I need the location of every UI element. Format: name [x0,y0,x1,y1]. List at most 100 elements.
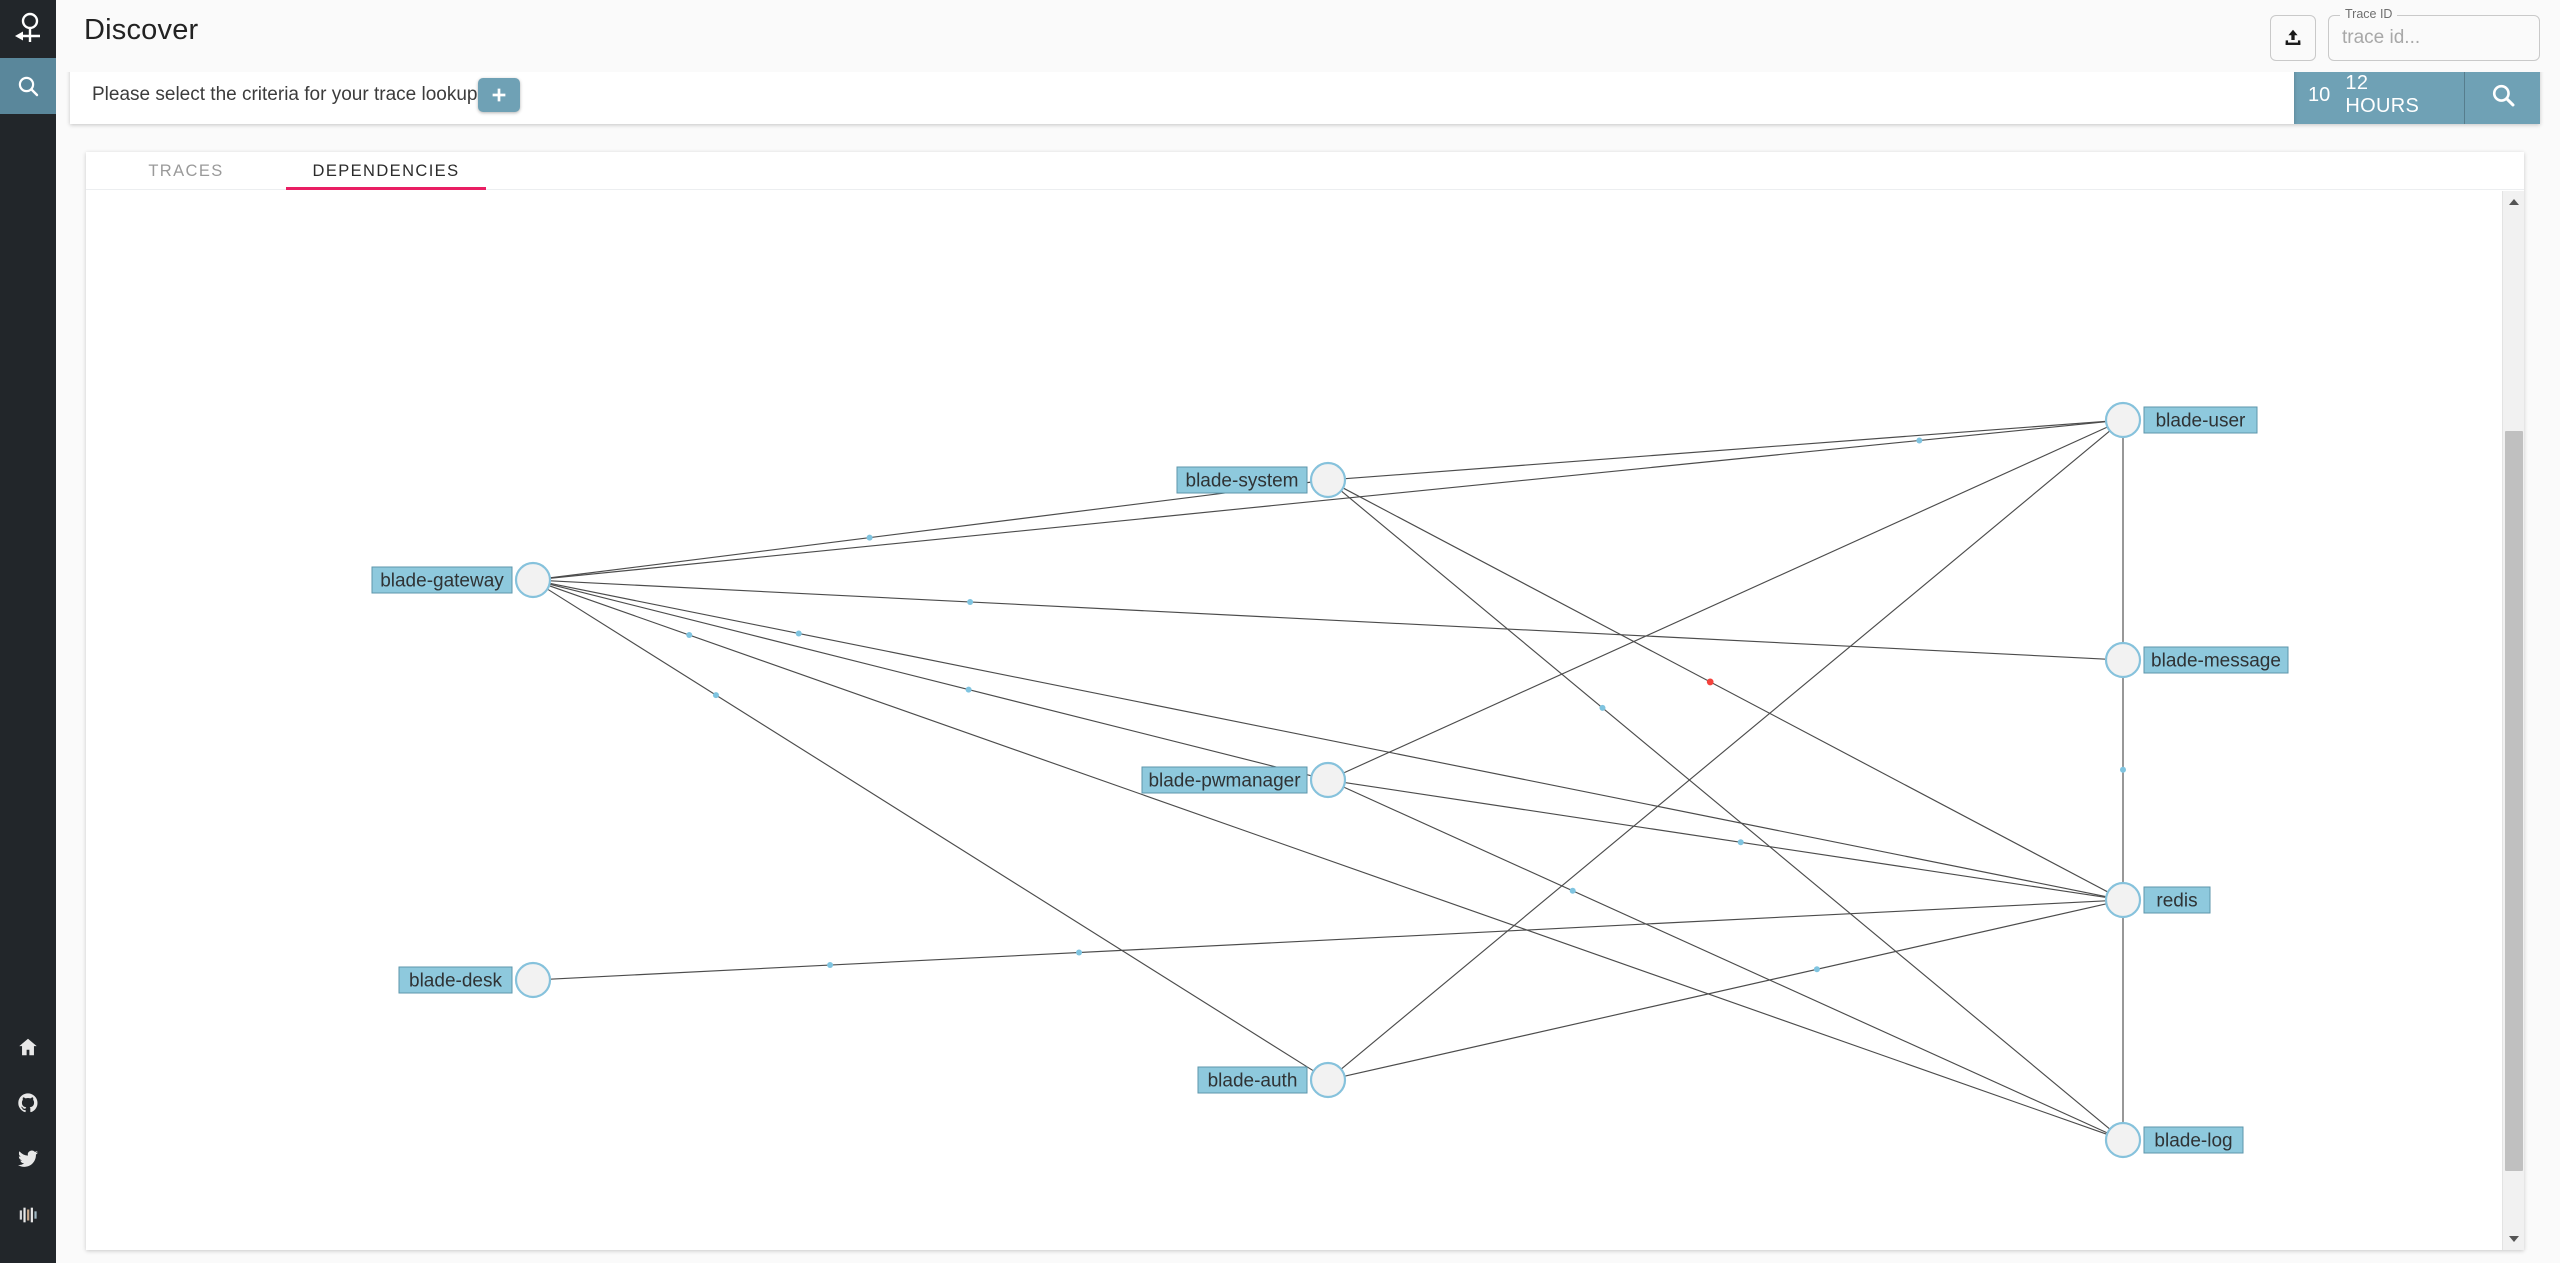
sidebar-item-twitter[interactable] [0,1131,56,1187]
edge-particle [1569,887,1576,894]
node-circle[interactable] [2104,401,2142,439]
triangle-down-icon [2509,1236,2519,1242]
graph-vertical-scrollbar[interactable] [2502,191,2524,1250]
node-circle[interactable] [1309,1061,1347,1099]
graph-node-blade-system[interactable]: blade-system [1176,461,1347,499]
graph-node-blade-log[interactable]: blade-log [2104,1121,2244,1159]
trace-id-field[interactable]: Trace ID [2328,7,2540,61]
node-label-background [2143,646,2289,674]
graph-edge[interactable] [547,588,1314,1072]
scroll-up-button[interactable] [2503,191,2525,213]
graph-edge[interactable] [1340,430,2111,1070]
graph-edge[interactable] [549,580,2107,660]
edge-particle [827,962,834,969]
node-circle[interactable] [2104,881,2142,919]
graph-edge[interactable] [1344,903,2107,1077]
graph-edge[interactable] [549,582,2107,898]
node-label: blade-user [2156,411,2246,432]
content-card: TRACES DEPENDENCIES blade-gateway blade-s… [86,152,2524,1250]
node-label-background [2143,1126,2244,1154]
upload-json-button[interactable] [2270,15,2316,61]
graph-edge[interactable] [548,585,2108,1135]
sidebar-item-github[interactable] [0,1075,56,1131]
sidebar-bottom-group [0,1019,56,1263]
graph-edge[interactable] [1343,426,2108,774]
node-label: blade-system [1186,471,1299,492]
graph-edges-layer [547,420,2124,1135]
sidebar-item-zipkin-bars[interactable] [0,1187,56,1243]
triangle-up-icon [2509,199,2519,205]
github-icon [18,1093,38,1113]
graph-node-redis[interactable]: redis [2104,881,2211,919]
node-circle[interactable] [1309,461,1347,499]
page-title: Discover [84,14,199,46]
graph-edge[interactable] [1343,786,2108,1134]
criteria-input-area[interactable]: Please select the criteria for your trac… [70,66,2294,124]
node-label: blade-desk [409,971,502,992]
node-label-background [1197,1066,1308,1094]
graph-edge[interactable] [1344,420,2107,480]
node-label-background [1176,466,1308,494]
graph-node-blade-desk[interactable]: blade-desk [398,961,552,999]
node-label: blade-pwmanager [1148,771,1301,792]
add-criterion-button[interactable] [478,78,520,112]
scroll-down-button[interactable] [2503,1228,2525,1250]
graph-edge[interactable] [1340,490,2111,1130]
edge-particle [1813,966,1820,973]
node-label-background [2143,886,2211,914]
edge-particle [2120,766,2126,773]
node-label: redis [2156,891,2197,912]
run-query-button[interactable] [2465,66,2540,124]
dependency-graph[interactable]: blade-gateway blade-system blade-pwmanager… [86,191,2524,1250]
limit-value[interactable]: 10 [2294,66,2346,124]
graph-edge[interactable] [549,421,2107,579]
edge-particle [866,534,873,541]
node-label: blade-message [2151,651,2281,672]
trace-id-group: Trace ID [2270,7,2540,61]
node-label: blade-auth [1208,1071,1298,1092]
node-label-background [398,966,513,994]
edge-particle-error [1706,678,1714,686]
graph-edge[interactable] [549,900,2107,980]
graph-edge[interactable] [1342,487,2109,893]
node-circle[interactable] [1309,761,1347,799]
scrollbar-thumb[interactable] [2505,431,2523,1171]
zipkin-logo-icon[interactable] [0,0,56,58]
edge-particle [1737,839,1744,846]
graph-edge[interactable] [1344,781,2107,899]
node-label-background [2143,406,2258,434]
graph-nodes-layer: blade-gateway blade-system blade-pwmanager… [371,401,2289,1159]
graph-node-blade-gateway[interactable]: blade-gateway [371,561,552,599]
graph-node-blade-user[interactable]: blade-user [2104,401,2258,439]
criteria-placeholder: Please select the criteria for your trac… [92,84,478,105]
graph-node-blade-pwmanager[interactable]: blade-pwmanager [1141,761,1347,799]
plus-icon [492,88,506,102]
edge-particle [967,598,974,605]
sidebar-item-search[interactable] [0,58,56,114]
node-label-background [1141,766,1308,794]
graph-edge[interactable] [549,481,1312,579]
tab-dependencies[interactable]: DEPENDENCIES [286,152,486,190]
graph-node-blade-message[interactable]: blade-message [2104,641,2289,679]
dependency-graph-viewport[interactable]: blade-gateway blade-system blade-pwmanager… [86,191,2524,1250]
lookback-value[interactable]: 12 HOURS [2345,66,2465,124]
node-label: blade-gateway [380,571,504,592]
node-circle[interactable] [514,561,552,599]
graph-edge[interactable] [549,583,1312,777]
sidebar-item-home[interactable] [0,1019,56,1075]
twitter-icon [17,1150,39,1167]
upload-icon [2285,29,2301,45]
graph-node-blade-auth[interactable]: blade-auth [1197,1061,1347,1099]
node-circle[interactable] [2104,1121,2142,1159]
query-controls: 10 12 HOURS [2294,66,2540,124]
home-icon [19,1038,37,1056]
trace-id-input[interactable] [2330,17,2538,59]
edge-particle [1916,437,1923,444]
edge-particle [686,632,693,639]
graph-particles-layer [686,437,2126,973]
tab-traces[interactable]: TRACES [148,161,224,180]
node-circle[interactable] [514,961,552,999]
search-icon [18,76,39,97]
edge-particle [1076,949,1083,956]
node-circle[interactable] [2104,641,2142,679]
